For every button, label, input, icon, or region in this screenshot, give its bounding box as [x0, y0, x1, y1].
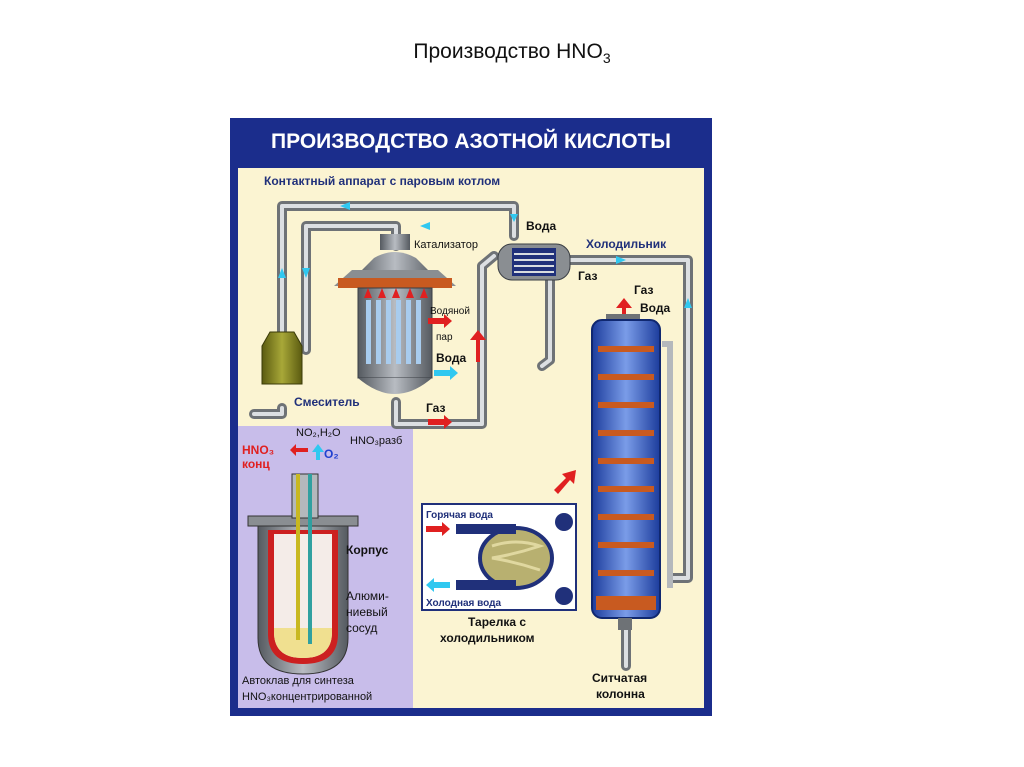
flow-arrows [278, 202, 692, 308]
oxygen-label: O₂ [324, 447, 339, 461]
body-label: Корпус [346, 543, 389, 557]
water-in-arrow [434, 366, 458, 380]
diagram-poster: ПРОИЗВОДСТВО АЗОТНОЙ КИСЛОТЫ [230, 118, 712, 716]
water-column-label: Вода [640, 301, 670, 315]
tray-pointer-arrow [554, 470, 576, 494]
conc-acid-label-2: конц [242, 457, 270, 471]
water-vapor-label-1: Водяной [430, 306, 470, 317]
column-caption-2: колонна [596, 687, 645, 701]
autoclave [247, 444, 359, 675]
vessel-label-2: ниевый [346, 605, 388, 619]
poster-header: ПРОИЗВОДСТВО АЗОТНОЙ КИСЛОТЫ [271, 130, 671, 153]
vessel-label-3: сосуд [346, 621, 377, 635]
autoclave-inputs-label: NO₂,H₂O [296, 427, 341, 439]
gas-out-arrow [428, 415, 452, 429]
dilute-acid-label: HNO₃разб [350, 435, 402, 447]
tray-caption-2: холодильником [440, 631, 535, 645]
gas-column-label: Газ [634, 283, 653, 297]
slide-title: Производство HNO3 [0, 40, 1024, 66]
water-in-label: Вода [436, 351, 466, 365]
cooler-label: Холодильник [586, 237, 667, 251]
slide-title-subscript: 3 [602, 50, 611, 67]
conc-acid-label: HNO₃ [242, 443, 274, 457]
autoclave-caption-2: HNO₃концентрированной [242, 691, 372, 703]
steam-arrow [428, 314, 452, 328]
heat-exchanger [497, 243, 571, 281]
process-diagram: Контактный аппарат с паровым котлом Ката… [238, 168, 704, 708]
contact-apparatus-label: Контактный аппарат с паровым котлом [264, 174, 500, 188]
autoclave-caption-1: Автоклав для синтеза [242, 675, 355, 687]
slide-title-text: Производство HNO [413, 40, 603, 63]
gas-up-arrow [470, 330, 486, 362]
gas-column-arrow [616, 298, 632, 324]
column-caption-1: Ситчатая [592, 671, 647, 685]
catalyst-label: Катализатор [414, 239, 478, 251]
mixer [261, 331, 303, 385]
contact-apparatus [334, 234, 456, 394]
sieve-column [591, 314, 673, 630]
hot-water-label: Горячая вода [426, 510, 493, 521]
gas-cooler-label: Газ [578, 269, 597, 283]
catalyst-layer [338, 278, 452, 288]
tray-caption-1: Тарелка с [468, 615, 526, 629]
cold-water-label: Холодная вода [426, 598, 501, 609]
vessel-label-1: Алюми- [346, 589, 389, 603]
gas-bottom-label: Газ [426, 401, 445, 415]
mixer-label: Смеситель [294, 395, 360, 409]
tray-cooler-detail [421, 503, 577, 611]
water-vapor-label-2: пар [436, 332, 453, 343]
water-top-label: Вода [526, 219, 556, 233]
